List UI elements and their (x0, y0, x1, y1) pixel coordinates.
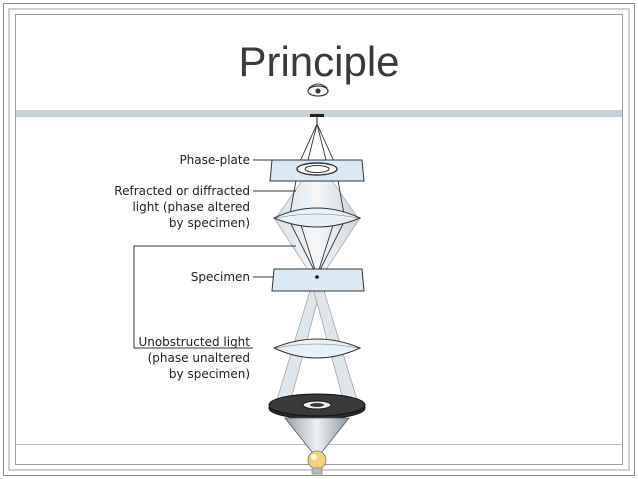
phase-plate (269, 159, 365, 182)
title-divider (16, 110, 622, 117)
label-unobstructed-line2: (phase unaltered (148, 351, 250, 365)
condenser-annulus (268, 393, 366, 420)
slide-title: Principle (238, 38, 400, 85)
label-specimen: Specimen (191, 270, 250, 284)
objective-lens (272, 207, 362, 228)
label-refracted-line3: by specimen) (169, 216, 250, 230)
label-unobstructed-line3: by specimen) (169, 367, 250, 381)
condenser-lens (272, 338, 362, 359)
eye-icon (307, 83, 329, 97)
label-refracted-line2: light (phase altered (132, 200, 250, 214)
specimen-slide (271, 268, 365, 292)
light-source (284, 417, 350, 475)
slide-border-outer (3, 3, 635, 476)
label-unobstructed-line1: Unobstructed light (138, 335, 250, 349)
label-refracted-line1: Refracted or diffracted (114, 184, 250, 198)
label-phase-plate: Phase-plate (179, 153, 250, 167)
label-leader-lines (133, 159, 296, 349)
image-focal-point (310, 114, 324, 124)
